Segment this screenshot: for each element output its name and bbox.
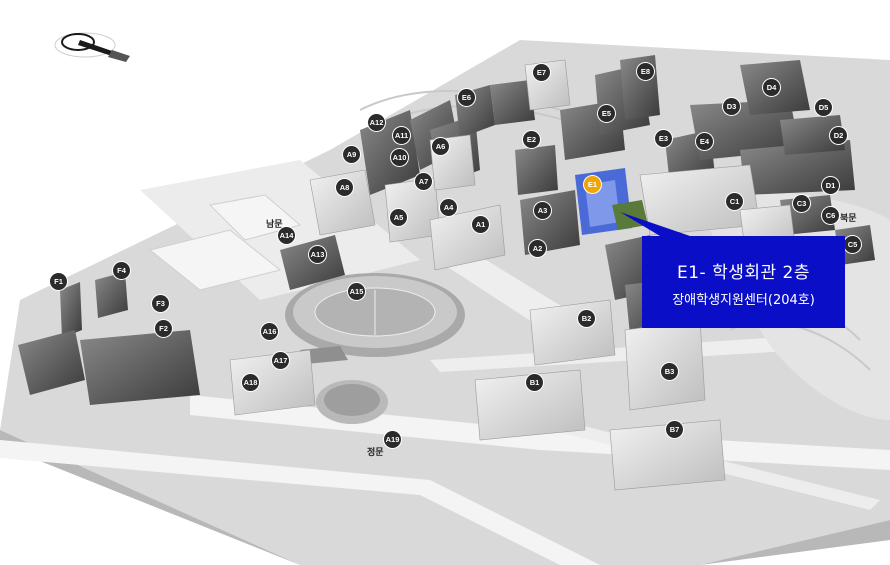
marker-B1[interactable]: B1 [526,374,543,391]
callout-subtitle: 장애학생지원센터(204호) [672,293,815,308]
marker-B3[interactable]: B3 [661,363,678,380]
gate-label-south: 남문 [266,220,283,230]
marker-C6[interactable]: C6 [822,207,839,224]
marker-A9[interactable]: A9 [343,146,360,163]
marker-A2[interactable]: A2 [529,240,546,257]
marker-D5[interactable]: D5 [815,99,832,116]
marker-C1[interactable]: C1 [726,193,743,210]
marker-A12[interactable]: A12 [368,114,385,131]
marker-A5[interactable]: A5 [390,209,407,226]
marker-A18[interactable]: A18 [242,374,259,391]
location-callout: E1- 학생회관 2층 장애학생지원센터(204호) [642,236,845,328]
marker-A15[interactable]: A15 [348,283,365,300]
marker-A17[interactable]: A17 [272,352,289,369]
marker-A6[interactable]: A6 [432,138,449,155]
marker-C5[interactable]: C5 [844,236,861,253]
marker-F3[interactable]: F3 [152,295,169,312]
marker-A7[interactable]: A7 [415,173,432,190]
marker-B7[interactable]: B7 [666,421,683,438]
marker-A10[interactable]: A10 [391,149,408,166]
gate-label-main: 정문 [367,448,384,458]
marker-A13[interactable]: A13 [309,246,326,263]
marker-E3[interactable]: E3 [655,130,672,147]
marker-F4[interactable]: F4 [113,262,130,279]
marker-D2[interactable]: D2 [830,127,847,144]
marker-E1[interactable]: E1 [584,176,601,193]
gate-label-north: 북문 [840,214,857,224]
marker-A3[interactable]: A3 [534,202,551,219]
marker-A19[interactable]: A19 [384,431,401,448]
marker-D4[interactable]: D4 [763,79,780,96]
marker-D3[interactable]: D3 [723,98,740,115]
callout-title: E1- 학생회관 2층 [676,263,810,283]
marker-C3[interactable]: C3 [793,195,810,212]
marker-F2[interactable]: F2 [155,320,172,337]
marker-E4[interactable]: E4 [696,133,713,150]
marker-A1[interactable]: A1 [472,216,489,233]
marker-D1[interactable]: D1 [822,177,839,194]
marker-B2[interactable]: B2 [578,310,595,327]
marker-A4[interactable]: A4 [440,199,457,216]
marker-A11[interactable]: A11 [393,127,410,144]
marker-E2[interactable]: E2 [523,131,540,148]
marker-A14[interactable]: A14 [278,227,295,244]
marker-E5[interactable]: E5 [598,105,615,122]
marker-E6[interactable]: E6 [458,89,475,106]
marker-F1[interactable]: F1 [50,273,67,290]
marker-A16[interactable]: A16 [261,323,278,340]
compass-icon [54,32,130,62]
marker-E7[interactable]: E7 [533,64,550,81]
marker-A8[interactable]: A8 [336,179,353,196]
marker-E8[interactable]: E8 [637,63,654,80]
